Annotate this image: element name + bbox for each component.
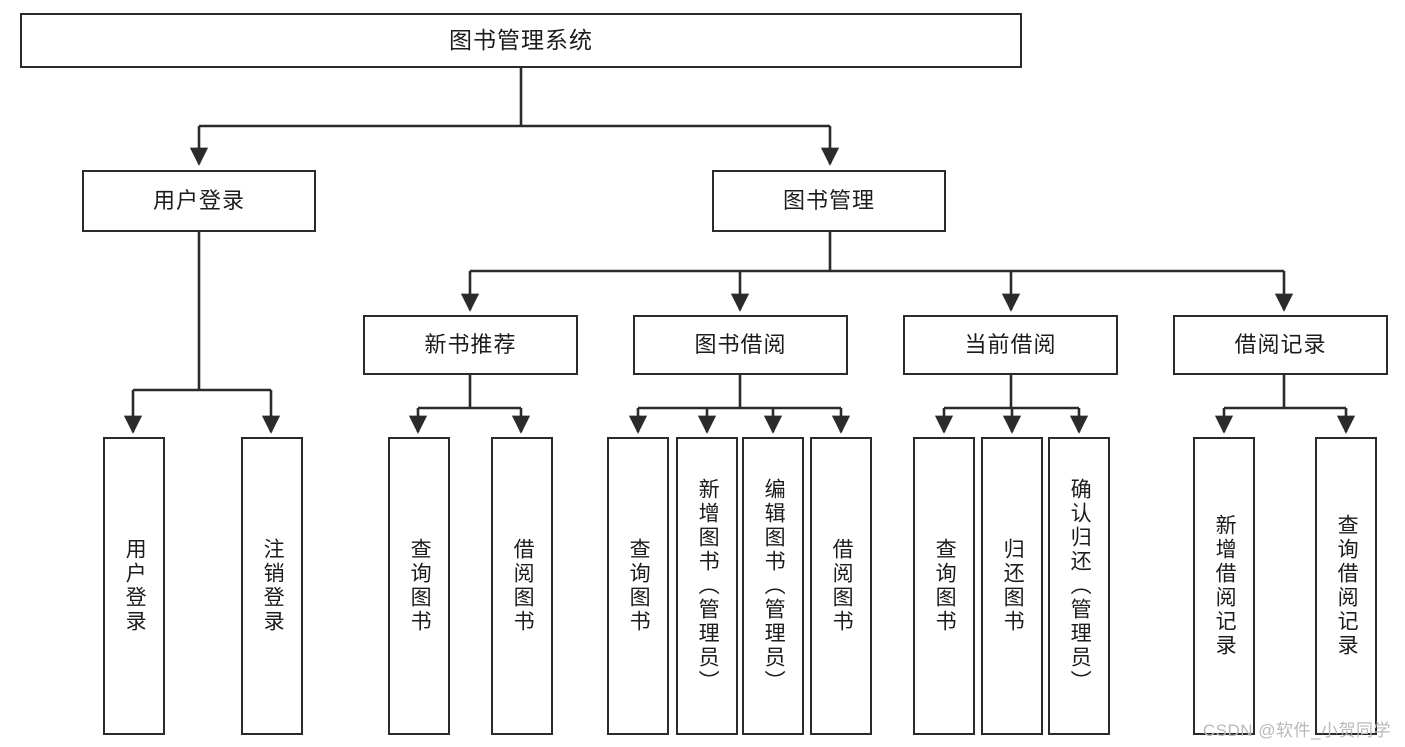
leaf-record-add-record-label: 新增借阅记录 [1213,514,1237,658]
leaf-user-login-logout-label: 注销登录 [261,538,285,634]
watermark: CSDN @软件_小贺同学 [1202,721,1391,740]
leaf-borrow-add-book-admin-label: 新增图书（管理员） [696,478,720,694]
leaf-new-book-query[interactable]: 查询图书 [388,437,450,735]
node-user-login-label: 用户登录 [152,187,245,213]
node-book-management-label: 图书管理 [782,187,875,213]
leaf-borrow-borrow-book[interactable]: 借阅图书 [810,437,872,735]
node-root-system-label: 图书管理系统 [449,26,593,53]
leaf-current-confirm-return-admin[interactable]: 确认归还（管理员） [1048,437,1110,735]
leaf-user-login-login[interactable]: 用户登录 [103,437,165,735]
leaf-borrow-query-book-label: 查询图书 [627,538,651,634]
leaf-current-return-book-label: 归还图书 [1001,538,1025,634]
leaf-current-confirm-return-admin-label: 确认归还（管理员） [1068,478,1092,694]
leaf-current-query-book-label: 查询图书 [933,538,957,634]
node-borrow-record-label: 借阅记录 [1234,331,1327,357]
leaf-borrow-borrow-book-label: 借阅图书 [830,538,854,634]
leaf-borrow-add-book-admin[interactable]: 新增图书（管理员） [676,437,738,735]
leaf-borrow-edit-book-admin-label: 编辑图书（管理员） [762,478,786,694]
leaf-new-book-query-label: 查询图书 [408,538,432,634]
node-book-borrow[interactable]: 图书借阅 [633,315,848,375]
node-current-borrow-label: 当前借阅 [964,331,1057,357]
leaf-new-book-borrow[interactable]: 借阅图书 [491,437,553,735]
leaf-record-add-record[interactable]: 新增借阅记录 [1193,437,1255,735]
leaf-record-query-record-label: 查询借阅记录 [1335,514,1359,658]
node-user-login[interactable]: 用户登录 [82,170,316,232]
leaf-user-login-login-label: 用户登录 [123,538,147,634]
leaf-borrow-edit-book-admin[interactable]: 编辑图书（管理员） [742,437,804,735]
node-new-book-recommend[interactable]: 新书推荐 [363,315,578,375]
leaf-new-book-borrow-label: 借阅图书 [511,538,535,634]
leaf-record-query-record[interactable]: 查询借阅记录 [1315,437,1377,735]
node-root-system[interactable]: 图书管理系统 [20,13,1022,68]
node-borrow-record[interactable]: 借阅记录 [1173,315,1388,375]
leaf-current-query-book[interactable]: 查询图书 [913,437,975,735]
leaf-borrow-query-book[interactable]: 查询图书 [607,437,669,735]
node-book-management[interactable]: 图书管理 [712,170,946,232]
leaf-user-login-logout[interactable]: 注销登录 [241,437,303,735]
node-new-book-recommend-label: 新书推荐 [424,331,517,357]
node-current-borrow[interactable]: 当前借阅 [903,315,1118,375]
leaf-current-return-book[interactable]: 归还图书 [981,437,1043,735]
node-book-borrow-label: 图书借阅 [694,331,787,357]
